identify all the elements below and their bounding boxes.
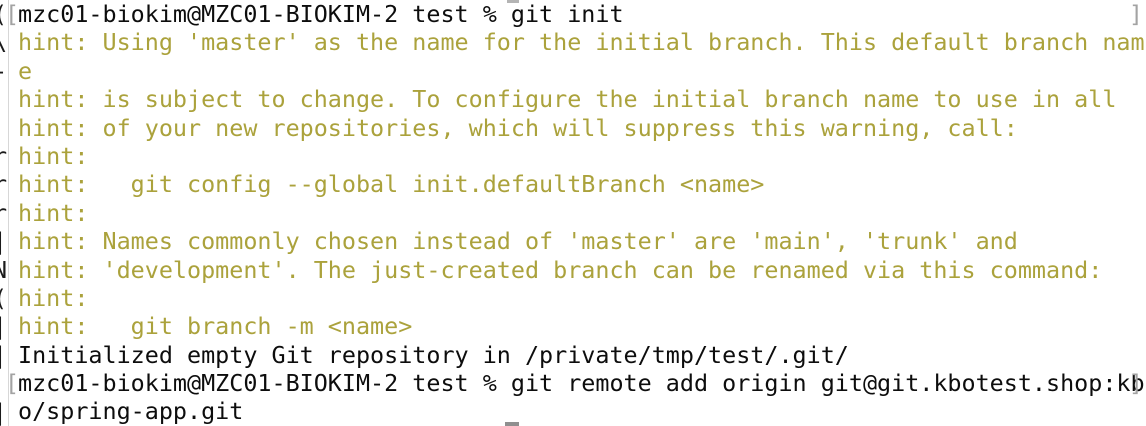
terminal-line-output: Initialized empty Git repository in /pri… [0,341,1146,369]
terminal-line-text: hint: Using 'master' as the name for the… [18,28,1145,57]
terminal-line-command: [mzc01-biokim@MZC01-BIOKIM-2 test % git … [0,0,1146,28]
terminal-line-text: Initialized empty Git repository in /pri… [18,340,849,369]
terminal-line-hint: hint: git config --global init.defaultBr… [0,170,1146,198]
edge-fragment: | [0,340,8,369]
left-edge-clipped-text: (\-rrr|N(||| [0,0,8,426]
terminal-line-text: mzc01-biokim@MZC01-BIOKIM-2 test % git r… [18,369,1145,398]
terminal-line-text: hint: 'development'. The just-created br… [18,255,1103,284]
terminal-line-command: [mzc01-biokim@MZC01-BIOKIM-2 test % git … [0,369,1146,397]
terminal-line-text: hint: is subject to change. To configure… [18,85,1117,114]
terminal-line-hint: hint: 'development'. The just-created br… [0,256,1146,284]
edge-fragment: - [0,57,8,85]
terminal-line-text: e [18,56,33,85]
terminal-line-text: hint: Names commonly chosen instead of '… [18,227,1018,256]
edge-fragment: ( [0,0,8,28]
edge-fragment: r [0,198,8,227]
terminal-line-hint: hint: of your new repositories, which wi… [0,114,1146,142]
command-mark-right-bracket: ] [1128,0,1143,28]
terminal-line-hint: hint: is subject to change. To configure… [0,85,1146,113]
edge-fragment: | [0,312,8,341]
terminal-line-hint: e [0,57,1146,85]
edge-fragment: \ [0,28,8,56]
edge-fragment: ( [0,284,8,312]
window-left-border [8,0,9,426]
terminal-line-command: o/spring-app.git [0,397,1146,425]
top-edge-fragment [507,0,519,3]
terminal-line-text: hint: git branch -m <name> [18,312,413,341]
terminal-line-hint: hint: Using 'master' as the name for the… [0,28,1146,56]
terminal-line-hint: hint: [0,199,1146,227]
terminal-line-hint: hint: [0,142,1146,170]
terminal-line-text: hint: git config --global init.defaultBr… [18,170,765,199]
terminal-line-text: mzc01-biokim@MZC01-BIOKIM-2 test % git i… [18,0,624,28]
terminal-line-hint: hint: [0,284,1146,312]
terminal-line-text: hint: [18,198,89,227]
terminal-line-text: hint: of your new repositories, which wi… [18,113,1018,142]
edge-fragment: r [0,170,8,199]
terminal-line-text: o/spring-app.git [18,397,244,426]
edge-fragment: | [0,397,8,426]
terminal-cursor [505,422,519,426]
edge-fragment: | [0,227,8,256]
terminal-line-text: hint: [18,283,89,312]
edge-fragment: N [0,255,8,284]
terminal-line-hint: hint: Names commonly chosen instead of '… [0,227,1146,255]
terminal-line-text: hint: [18,141,89,170]
terminal-line-hint: hint: git branch -m <name> [0,312,1146,340]
command-mark-right-bracket: ] [1128,369,1143,398]
edge-fragment: r [0,142,8,170]
